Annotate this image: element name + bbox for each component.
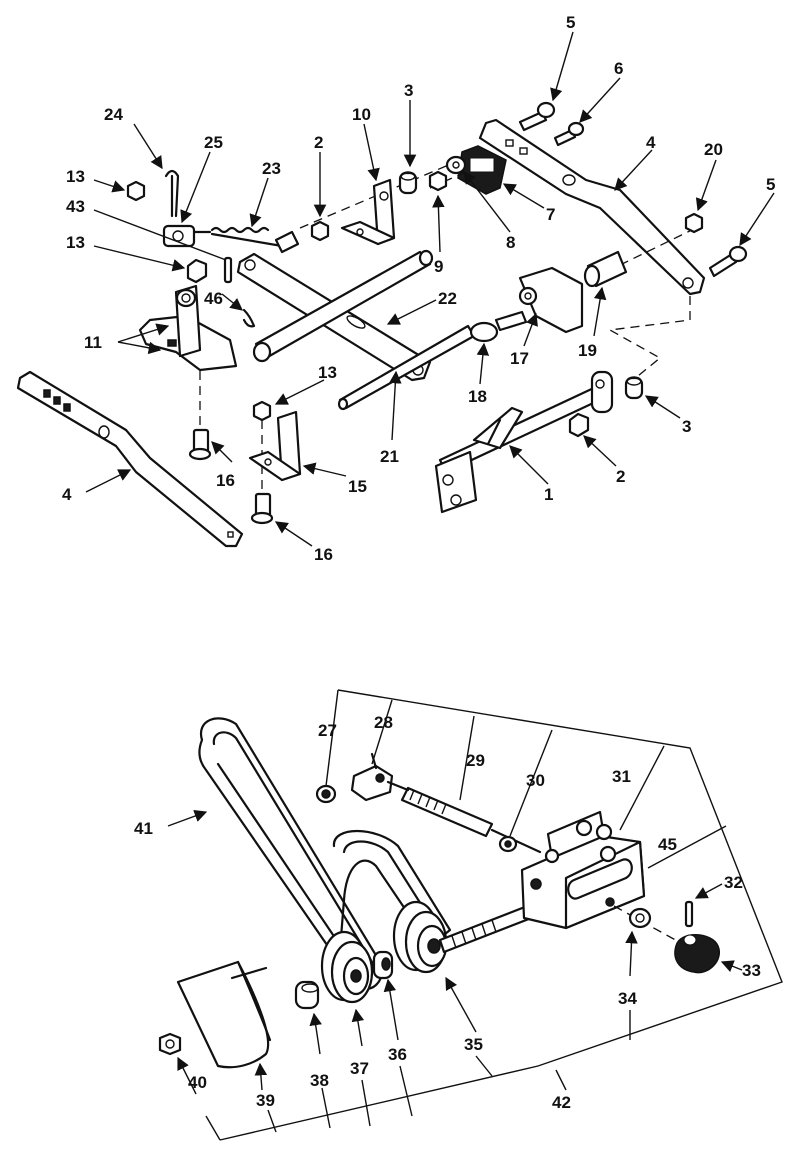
bolt-small [553, 121, 585, 147]
callout-15: 15 [348, 477, 367, 496]
callout-40: 40 [188, 1073, 207, 1092]
callout-28: 28 [374, 713, 393, 732]
bushing-38 [294, 980, 320, 1010]
callout-19: 19 [578, 341, 597, 360]
bolt-top [518, 101, 556, 132]
callout-33: 33 [742, 961, 761, 980]
bolt-18 [469, 310, 528, 343]
callout-5-top: 5 [566, 13, 575, 32]
callout-8: 8 [506, 233, 515, 252]
nut-13-lower [252, 400, 272, 422]
callout-32: 32 [724, 873, 743, 892]
housing-31 [520, 810, 646, 930]
callout-5-right: 5 [766, 175, 775, 194]
callout-27: 27 [318, 721, 337, 740]
nut-40 [158, 1032, 182, 1056]
callout-36: 36 [388, 1045, 407, 1064]
callout-11: 11 [84, 333, 102, 352]
plate-block [457, 145, 507, 195]
callout-37: 37 [350, 1059, 369, 1078]
fork-shaft-1 [434, 370, 614, 514]
pin-32 [684, 900, 694, 928]
upper-callouts: 5 6 4 20 5 7 8 9 3 10 2 23 25 24 13 43 1 [62, 13, 775, 564]
nut-2-top [310, 220, 330, 242]
callout-46: 46 [204, 289, 223, 308]
callout-13-lower: 13 [318, 363, 337, 382]
callout-6: 6 [614, 59, 623, 78]
callout-45: 45 [658, 835, 677, 854]
rod-29 [400, 786, 542, 854]
belt-guard-39 [176, 960, 272, 1069]
callout-30: 30 [526, 771, 545, 790]
roll-pin-43 [223, 256, 233, 284]
callout-7: 7 [546, 205, 555, 224]
callout-4-right: 4 [646, 133, 656, 152]
rod-end-28 [350, 752, 410, 802]
callout-13-top: 13 [66, 167, 85, 186]
clevis-25 [162, 224, 196, 248]
callout-3-lower: 3 [682, 417, 691, 436]
pulley-35 [392, 900, 448, 974]
lift-arm-left [16, 370, 244, 548]
lower-belt-drive-assembly [158, 689, 783, 1141]
washer-34 [628, 907, 652, 929]
spring-link-23 [174, 226, 300, 254]
callout-4-left: 4 [62, 485, 72, 504]
callout-16-left: 16 [216, 471, 235, 490]
hairpin-46 [242, 308, 256, 328]
spacer-top [398, 171, 418, 195]
nut-20 [684, 212, 704, 234]
callout-1: 1 [544, 485, 553, 504]
bolt-16-bottom [250, 492, 274, 525]
lift-arm-right [478, 118, 706, 296]
callout-43: 43 [66, 197, 85, 216]
callout-41: 41 [134, 819, 153, 838]
washer-27 [315, 784, 337, 804]
callout-9: 9 [434, 257, 443, 276]
nut-2-lower [568, 412, 590, 438]
callout-24: 24 [104, 105, 123, 124]
callout-39: 39 [256, 1091, 275, 1110]
shaft-upper [252, 249, 434, 363]
washer-30 [498, 835, 518, 853]
pivot-bracket-17 [518, 266, 584, 334]
pulley-37 [320, 930, 374, 1004]
callout-31: 31 [612, 767, 631, 786]
cotter-pin-24 [164, 169, 180, 218]
callout-22: 22 [438, 289, 457, 308]
callout-20: 20 [704, 140, 723, 159]
nut-13-top [126, 180, 146, 202]
knob-33 [674, 934, 721, 974]
callout-34: 34 [618, 989, 637, 1008]
spacer-3-lower [624, 376, 644, 400]
bolt-16-left [188, 428, 212, 461]
bolt-right [708, 245, 748, 278]
callout-10: 10 [352, 105, 371, 124]
spacer-19 [583, 250, 628, 288]
callout-29: 29 [466, 751, 485, 770]
callout-35: 35 [464, 1035, 483, 1054]
callout-23: 23 [262, 159, 281, 178]
callout-38: 38 [310, 1071, 329, 1090]
callout-2-top: 2 [314, 133, 323, 152]
nut-13-middle [186, 258, 208, 284]
bracket-15 [248, 410, 302, 482]
bracket-10 [340, 178, 396, 246]
callout-42: 42 [552, 1093, 571, 1112]
nut-9 [428, 170, 448, 192]
callout-16-bottom: 16 [314, 545, 333, 564]
callout-3-top: 3 [404, 81, 413, 100]
callout-21: 21 [380, 447, 399, 466]
callout-2-lower: 2 [616, 467, 625, 486]
callout-18: 18 [468, 387, 487, 406]
lower-callouts: 27 28 29 30 31 45 32 33 34 35 36 37 38 3 [134, 689, 761, 1133]
callout-13-middle: 13 [66, 233, 85, 252]
upper-linkage-assembly [16, 101, 748, 548]
washer-8 [445, 155, 467, 175]
bushing-36 [372, 950, 394, 980]
callout-17: 17 [510, 349, 529, 368]
callout-25: 25 [204, 133, 223, 152]
